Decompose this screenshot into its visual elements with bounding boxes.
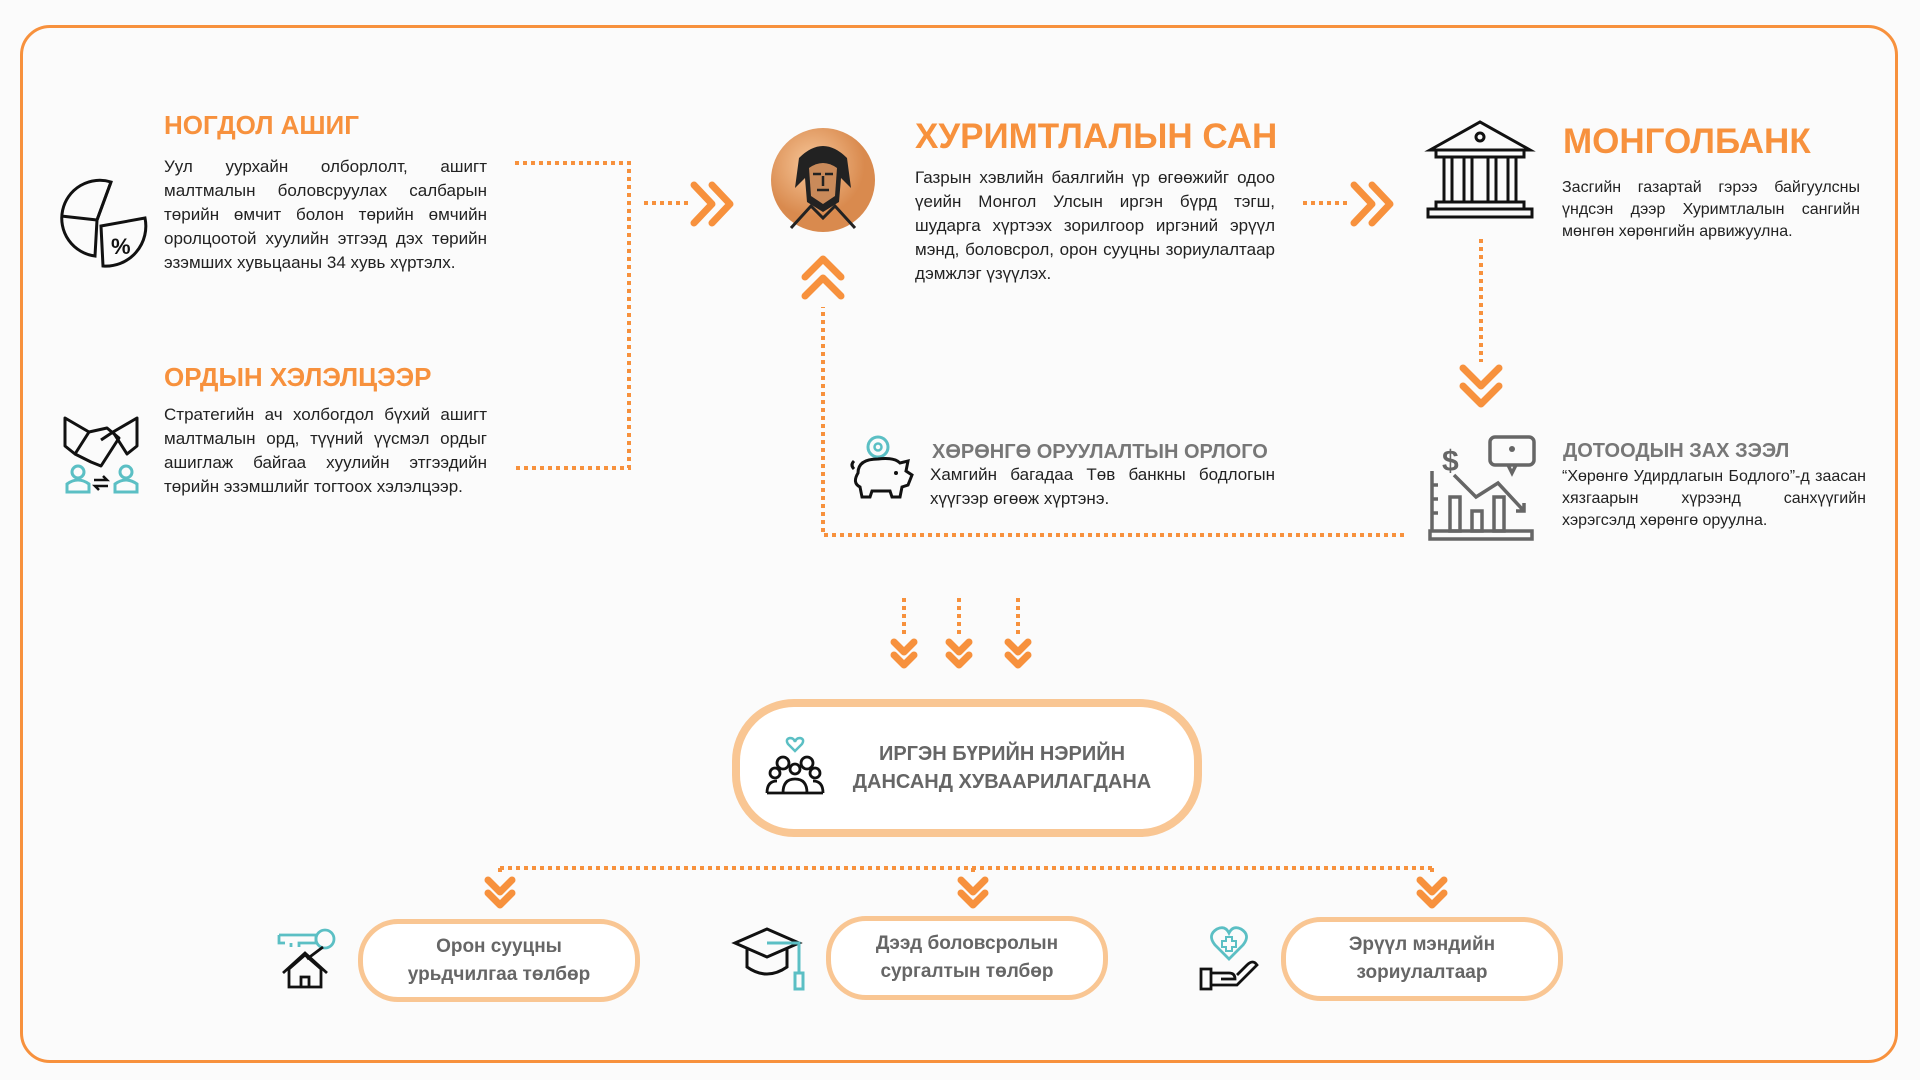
- ngodol-title: НОГДОЛ АШИГ: [164, 110, 359, 140]
- ordyn-text: Стратегийн ач холбогдол бүхий ашигт малт…: [164, 405, 487, 496]
- pie-chart-percent-icon: %: [60, 178, 148, 268]
- citizen-line-1: ИРГЭН БҮРИЙН НЭРИЙН: [878, 743, 1126, 765]
- bank-building-icon: [1424, 120, 1536, 219]
- house-key-icon: [277, 928, 336, 989]
- connector-distribution: [498, 866, 1434, 876]
- market-chart-icon: $: [1428, 435, 1536, 541]
- mongolbank-text: Засгийн газартай гэрээ байгуулсны үндсэн…: [1562, 179, 1860, 240]
- health-hand-icon: [1199, 926, 1259, 991]
- chinggis-portrait-icon: [771, 128, 875, 232]
- connector-return-loop: [821, 307, 1404, 537]
- chevron-down-icon: [1459, 364, 1503, 408]
- chevron-right-icon: [1350, 181, 1394, 227]
- fund-text: Газрын хэвлийн баялгийн үр өгөөжийг одоо…: [915, 168, 1275, 283]
- chevron-up-icon: [801, 255, 845, 300]
- use-health-line-2: зориулалтаар: [1356, 962, 1488, 983]
- use-housing-line-2: урьдчилгаа төлбөр: [407, 963, 591, 985]
- chevron-down-icon: [1416, 876, 1448, 909]
- domestic-title: ДОТООДЫН ЗАХ ЗЭЭЛ: [1563, 440, 1790, 462]
- ngodol-text: Уул уурхайн олборлолт, ашигт малтмалын б…: [164, 157, 487, 272]
- use-box-health: Эрүүл мэндийн зориулалтаар: [1281, 917, 1563, 1001]
- diagram-frame: [20, 25, 1898, 1063]
- income-text: Хамгийн багадаа Төв банкны бодлогын хүүг…: [930, 465, 1275, 508]
- chevron-right-icon: [690, 181, 734, 227]
- piggy-bank-icon: [850, 435, 914, 499]
- use-education-line-1: Дээд боловсролын: [875, 933, 1059, 954]
- chevron-down-icon: [1004, 638, 1032, 669]
- chevron-down-icon: [945, 638, 973, 669]
- graduation-cap-icon: [731, 927, 805, 991]
- use-health-line-1: Эрүүл мэндийн: [1348, 934, 1496, 955]
- ordyn-title: ОРДЫН ХЭЛЭЛЦЭЭР: [164, 362, 432, 392]
- citizen-line-2: ДАНСАНД ХУВААРИЛАГДАНА: [852, 771, 1152, 793]
- fund-title: ХУРИМТЛАЛЫН САН: [915, 117, 1278, 156]
- chevron-down-icon: [890, 638, 918, 669]
- use-box-education: Дээд боловсролын сургалтын төлбөр: [826, 916, 1108, 1000]
- mongolbank-title: МОНГОЛБАНК: [1563, 122, 1811, 161]
- chevron-down-icon: [484, 876, 516, 909]
- chevron-down-icon: [957, 876, 989, 909]
- citizen-account-box: ИРГЭН БҮРИЙН НЭРИЙН ДАНСАНД ХУВААРИЛАГДА…: [732, 699, 1202, 837]
- use-education-line-2: сургалтын төлбөр: [880, 961, 1054, 982]
- connector-left-bracket: [515, 161, 631, 470]
- svg-text:$: $: [1442, 445, 1459, 478]
- domestic-text: “Хөрөнгө Удирдлагын Бодлого”-д заасан хя…: [1562, 468, 1866, 529]
- people-heart-icon: [765, 736, 825, 795]
- use-box-housing: Орон сууцны урьдчилгаа төлбөр: [358, 919, 640, 1002]
- income-title: ХӨРӨНГӨ ОРУУЛАЛТЫН ОРЛОГО: [932, 441, 1268, 463]
- svg-text:%: %: [111, 234, 131, 259]
- handshake-icon: [63, 416, 139, 494]
- use-housing-line-1: Орон сууцны: [436, 935, 562, 957]
